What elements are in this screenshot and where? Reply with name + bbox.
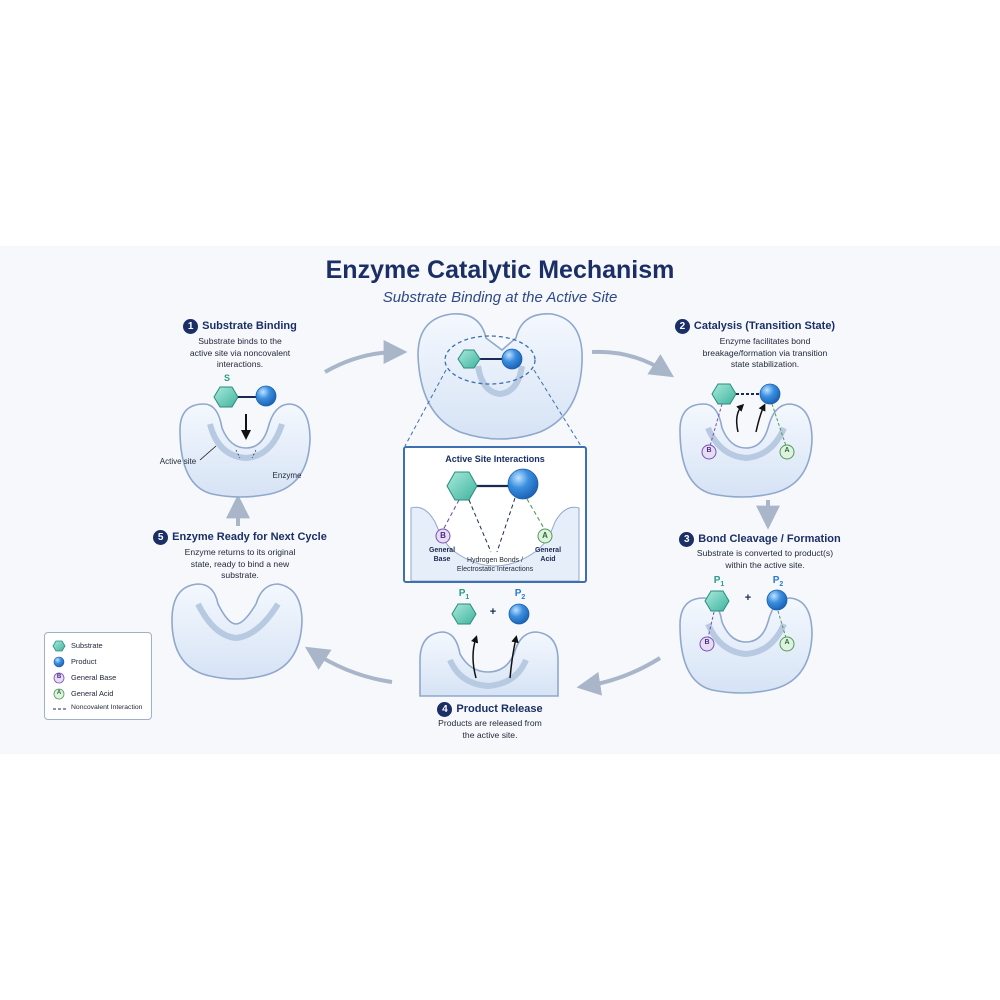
substrate-label-s: S [223,373,230,383]
cycle-arrow-1-to-top [324,340,408,374]
page-subtitle: Substrate Binding at the Active Site [382,289,618,306]
step-4-number: 4 [437,702,453,717]
enzyme-step-2 [679,383,813,498]
step-3-p1-label: P1 [713,575,725,588]
inset-acid-letter: A [542,531,548,540]
enzyme-step-1 [179,385,311,498]
step-2-acid-letter: A [784,447,790,454]
inset-title: Active Site Interactions [445,454,545,464]
enzyme-step-3 [679,589,813,694]
step-5-number: 5 [153,530,169,545]
step-2-number: 2 [674,319,690,334]
cycle-arrow-3-to-4 [576,656,662,696]
legend-product-icon [53,656,65,668]
inset-product-sphere [507,468,539,500]
legend-acid-letter: A [56,690,62,696]
step-4-p2-label: P2 [514,588,526,601]
step-3-plus: + [744,592,752,604]
page-title: Enzyme Catalytic Mechanism [325,256,675,284]
zoom-line-right [533,369,582,447]
step-4-p1-label: P1 [458,588,470,601]
active-site-label: Active site [159,457,197,466]
inset-substrate-hexagon [446,471,478,501]
step-2-base-letter: B [706,447,712,454]
legend-base-letter: B [56,674,62,680]
legend-base-icon [53,672,65,684]
enzyme-step-5 [171,583,303,680]
step-4-plus: + [489,606,497,618]
inset-interactions-label: Hydrogen Bonds /Electrostatic Interactio… [456,557,534,573]
step-3-description: Substrate is converted to product(s)with… [696,548,834,570]
inset-base-letter: B [440,531,446,540]
enzyme-label: Enzyme [272,471,302,480]
enzyme-step-4 [419,603,559,697]
step-3-number: 3 [679,532,695,547]
legend-acid-icon [53,688,65,700]
cycle-arrow-top-to-2 [591,349,675,378]
step-3-acid-letter: A [784,639,790,646]
cycle-arrow-4-to-5 [304,646,393,684]
inset-acid-marker [537,528,553,544]
step-3-p2-label: P2 [772,575,784,588]
inset-base-marker [435,528,451,544]
step-3-base-letter: B [704,639,710,646]
zoom-line-left [404,369,447,447]
step-1-number: 1 [183,319,199,334]
legend-substrate-icon [52,640,66,652]
legend: B A Substrate Product General Base Gener… [44,632,152,720]
enzyme-central [417,313,583,440]
